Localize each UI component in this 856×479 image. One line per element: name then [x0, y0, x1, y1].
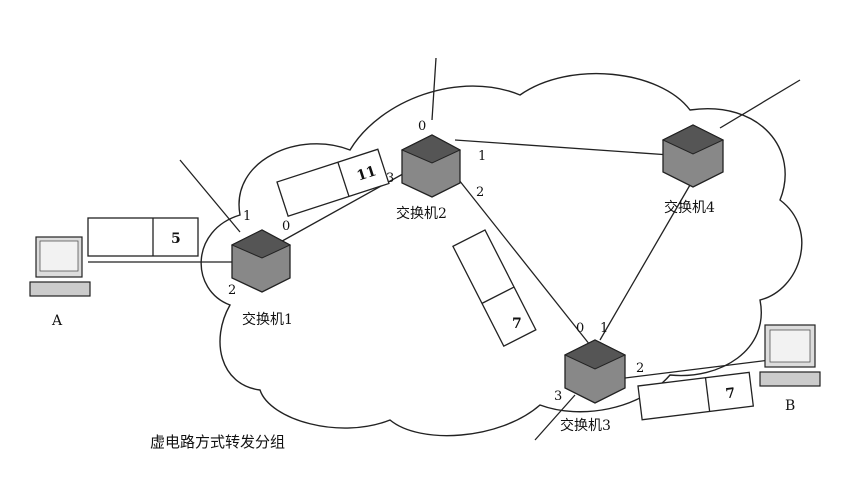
port-label: 0 [418, 119, 426, 134]
switch-1-label: 交换机1 [242, 311, 293, 328]
port-label: 1 [600, 321, 608, 336]
host-a[interactable]: A [29, 236, 91, 329]
port-label: 0 [282, 219, 290, 234]
port-label: 1 [243, 209, 251, 224]
vc-number: 11 [355, 163, 378, 184]
switch-4[interactable]: 交换机4 [661, 124, 725, 216]
vc-number: 5 [171, 231, 181, 247]
vc-number: 7 [725, 385, 737, 402]
packet-s1-s2: 11 [276, 148, 390, 218]
stub-s4 [719, 79, 801, 129]
packet-a-s1: 5 [87, 217, 199, 257]
link-s3-b [624, 359, 771, 379]
host-b-label: B [785, 398, 795, 414]
link-s2-s4 [454, 139, 671, 156]
host-a-label: A [51, 313, 63, 329]
switch-2[interactable]: 0 1 2 3 交换机2 [386, 119, 486, 222]
stub-s3 [534, 394, 576, 441]
stub-s1 [179, 159, 241, 233]
packet-s2-s3 [452, 229, 537, 348]
port-label: 2 [476, 185, 484, 200]
link-s2-s3 [454, 174, 591, 346]
link-s4-s3 [599, 184, 691, 341]
diagram-caption: 虚电路方式转发分组 [150, 433, 285, 451]
stub-s2 [431, 57, 437, 121]
port-label: 0 [576, 321, 584, 336]
switch-3[interactable]: 0 1 2 3 交换机3 [554, 321, 644, 434]
host-b[interactable]: B [759, 324, 821, 414]
switch-3-label: 交换机3 [560, 417, 611, 434]
vc-number: 7 [512, 316, 522, 332]
port-label: 2 [228, 283, 236, 298]
port-label: 3 [386, 171, 394, 186]
port-label: 2 [636, 361, 644, 376]
keyboard-icon [29, 281, 91, 297]
switch-1[interactable]: 0 1 2 交换机1 [228, 209, 293, 328]
keyboard-icon [759, 371, 821, 387]
packet-s3-b: 7 [637, 371, 755, 421]
port-label: 1 [478, 149, 486, 164]
port-label: 3 [554, 389, 562, 404]
switch-2-label: 交换机2 [396, 205, 447, 222]
switch-4-label: 交换机4 [664, 199, 715, 216]
